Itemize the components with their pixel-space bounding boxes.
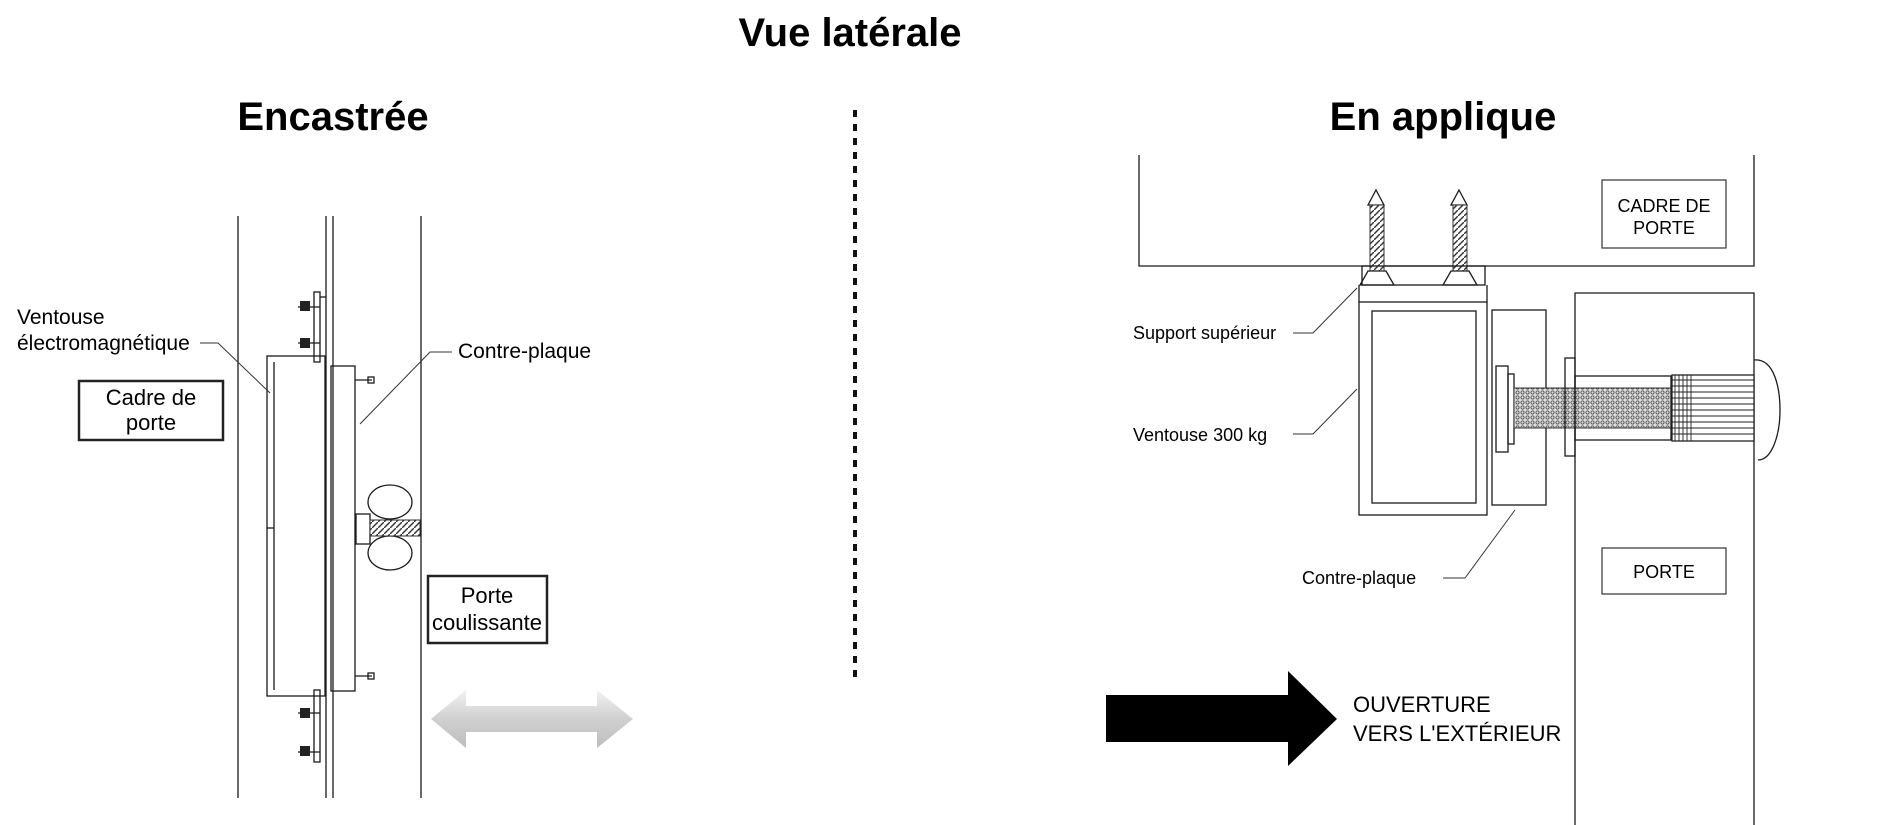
box-cadre-de-porte-right (1601, 179, 1727, 249)
opening-direction-line2: VERS L'EXTÉRIEUR (1353, 721, 1561, 746)
box-cadre-line2: porte (126, 410, 176, 435)
label-ventouse-line1: Ventouse (17, 306, 105, 329)
box-cadre-line1: Cadre de (106, 385, 197, 410)
double-arrow-horizontal-icon (431, 690, 633, 748)
opening-direction-line1: OUVERTURE (1353, 692, 1491, 717)
box-porte-right-label: PORTE (1633, 562, 1695, 582)
label-ventouse-line2: électromagnétique (17, 332, 190, 355)
arrow-right-icon (1106, 671, 1337, 766)
main-title: Vue latérale (738, 11, 961, 55)
left-flush-mount-drawing (200, 216, 452, 798)
right-surface-mount-drawing (1138, 155, 1781, 825)
label-ventouse-300kg: Ventouse 300 kg (1133, 425, 1267, 445)
box-porte-coulissante (426, 574, 549, 645)
right-section-title: En applique (1330, 95, 1557, 139)
box-porte-line2: coulissante (432, 610, 542, 635)
box-cadre-de-porte-left (77, 379, 225, 442)
box-cadre-right-line1: CADRE DE (1617, 196, 1710, 216)
label-contre-plaque-left: Contre-plaque (458, 340, 591, 363)
box-porte-right (1601, 547, 1727, 595)
label-contre-plaque-right: Contre-plaque (1302, 568, 1416, 588)
left-section-title: Encastrée (237, 95, 428, 139)
box-cadre-right-line2: PORTE (1633, 218, 1695, 238)
box-porte-line1: Porte (461, 583, 514, 608)
label-support-superieur: Support supérieur (1133, 323, 1276, 343)
